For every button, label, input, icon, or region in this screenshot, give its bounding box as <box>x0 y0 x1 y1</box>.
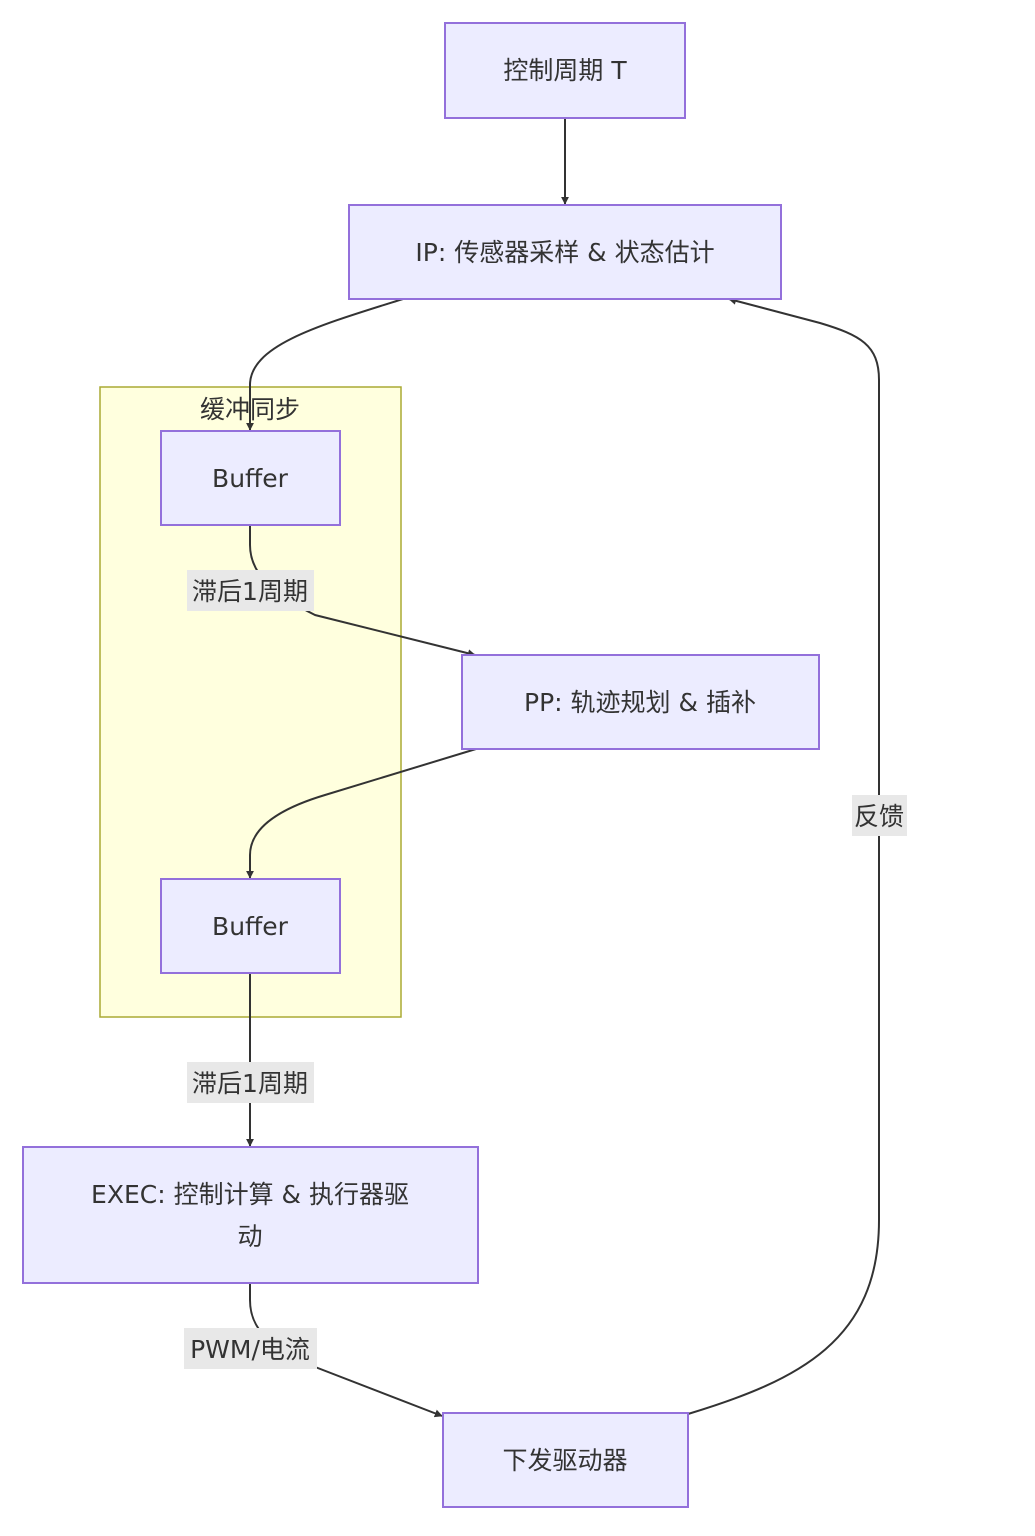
edge-label-lag-1: 滞后1周期 <box>187 570 314 611</box>
node-buffer-2-label: Buffer <box>212 912 289 941</box>
node-exec-label-line2: 动 <box>237 1222 262 1251</box>
edge-labels: 滞后1周期 滞后1周期 PWM/电流 反馈 <box>184 570 907 1369</box>
nodes: 控制周期 T IP: 传感器采样 & 状态估计 Buffer PP: 轨迹规划 … <box>22 22 820 1508</box>
node-driver-label: 下发驱动器 <box>502 1446 627 1475</box>
node-ip-label: IP: 传感器采样 & 状态估计 <box>415 238 714 267</box>
edge-label-pwm-text: PWM/电流 <box>190 1335 310 1364</box>
node-buffer-2: Buffer <box>160 878 341 974</box>
node-pp: PP: 轨迹规划 & 插补 <box>461 654 820 750</box>
node-ip: IP: 传感器采样 & 状态估计 <box>348 204 782 300</box>
node-exec-label-line1: EXEC: 控制计算 & 执行器驱 <box>91 1180 409 1209</box>
edge-label-pwm: PWM/电流 <box>184 1328 317 1369</box>
edge-label-lag-2: 滞后1周期 <box>187 1062 314 1103</box>
node-buffer-1-label: Buffer <box>212 464 289 493</box>
node-exec: EXEC: 控制计算 & 执行器驱 动 <box>22 1146 479 1284</box>
edge-ip-to-buffer1 <box>246 298 404 431</box>
edge-label-feedback-text: 反馈 <box>854 802 904 831</box>
edge-label-lag-2-text: 滞后1周期 <box>192 1069 308 1098</box>
node-pp-label: PP: 轨迹规划 & 插补 <box>524 688 756 717</box>
node-buffer-1: Buffer <box>160 430 341 526</box>
edge-label-feedback: 反馈 <box>852 795 907 836</box>
edge-driver-to-ip <box>687 296 880 1415</box>
node-control-cycle-label: 控制周期 T <box>503 56 627 85</box>
edge-pp-to-buffer2 <box>246 748 477 879</box>
edge-label-lag-1-text: 滞后1周期 <box>192 577 308 606</box>
node-driver: 下发驱动器 <box>442 1412 689 1508</box>
node-control-cycle: 控制周期 T <box>444 22 686 119</box>
